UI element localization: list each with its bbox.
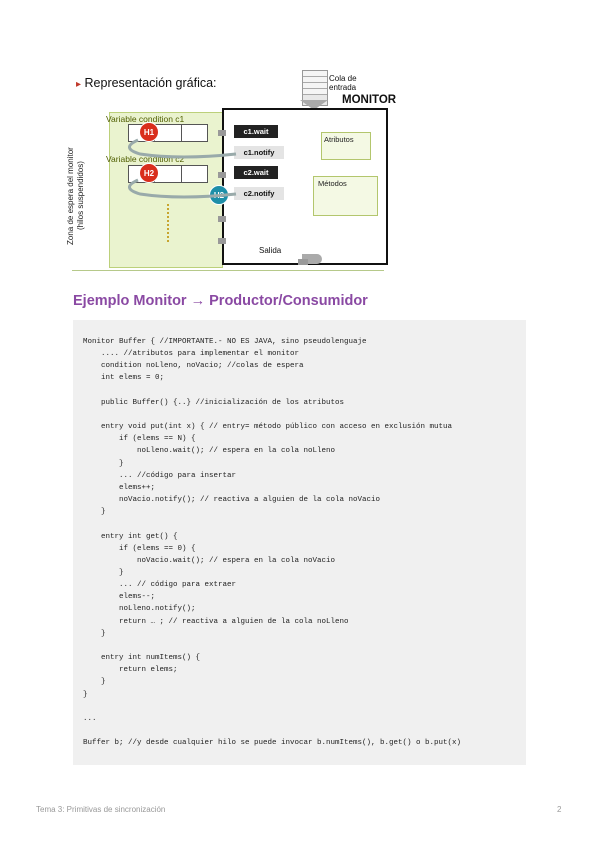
ground-line xyxy=(72,270,384,271)
var-c2-label: Variable condition c2 xyxy=(106,154,185,164)
more-queues-dots xyxy=(167,204,171,242)
exit-label: Salida xyxy=(259,246,282,255)
var-c1-label: Variable condition c1 xyxy=(106,114,185,124)
page-number: 2 xyxy=(557,805,562,814)
atributos-label: Atributos xyxy=(324,135,354,144)
c2-notify-op: c2.notify xyxy=(234,187,284,200)
thread-h1: H1 xyxy=(139,122,159,142)
c1-notify-op: c1.notify xyxy=(234,146,284,159)
code-block: Monitor Buffer { //IMPORTANTE.- NO ES JA… xyxy=(73,320,526,765)
code-text: Monitor Buffer { //IMPORTANTE.- NO ES JA… xyxy=(83,338,462,748)
diagram-title: Representación gráfica: xyxy=(84,76,217,90)
door-mark xyxy=(218,216,226,222)
entry-arrow-icon xyxy=(300,100,328,110)
zone-label-line2: (hilos suspendidos) xyxy=(76,161,85,231)
zone-label-line1: Zona de espera del monitor xyxy=(66,147,75,245)
c1-wait-op: c1.wait xyxy=(234,125,278,138)
monitor-label: MONITOR xyxy=(342,94,397,106)
door-mark xyxy=(218,130,226,136)
entry-queue-label: Cola de entrada xyxy=(329,74,357,92)
waiting-zone-label: Zona de espera del monitor (hilos suspen… xyxy=(66,136,96,256)
metodos-label: Métodos xyxy=(318,179,347,188)
door-mark xyxy=(218,172,226,178)
metodos-box: Métodos xyxy=(313,176,378,216)
monitor-diagram: ▸ Representación gráfica: Cola de entrad… xyxy=(66,64,396,274)
exit-arrow-icon xyxy=(302,254,322,264)
thread-h2-waiting: H2 xyxy=(139,163,159,183)
door-mark xyxy=(218,238,226,244)
c2-wait-op: c2.wait xyxy=(234,166,278,179)
door-mark xyxy=(298,259,308,265)
wake-arrows-icon xyxy=(128,138,237,199)
section-title: Ejemplo Monitor → Productor/Consumidor xyxy=(73,293,368,309)
atributos-box: Atributos xyxy=(321,132,371,160)
footer-chapter: Tema 3: Primitivas de sincronización xyxy=(36,805,166,814)
bullet-arrow-icon: ▸ xyxy=(76,79,82,90)
diagram-title-row: ▸ Representación gráfica: xyxy=(76,76,217,90)
